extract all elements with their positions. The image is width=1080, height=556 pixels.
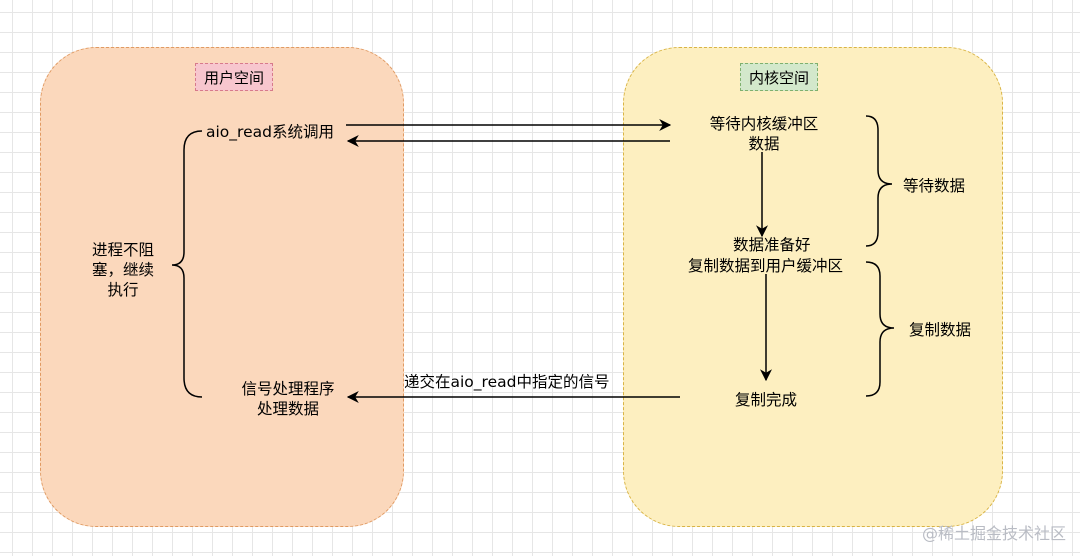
data-ready-label: 数据准备好	[733, 236, 811, 254]
user-space-panel	[40, 47, 404, 527]
wait-data-brace	[865, 115, 893, 247]
copy-done-label: 复制完成	[735, 391, 798, 409]
copy-data-phase-label: 复制数据	[909, 321, 972, 339]
nonblock-brace	[171, 130, 203, 398]
copy-data-brace	[865, 261, 895, 397]
kernel-space-title: 内核空间	[740, 63, 819, 91]
signal-handler-label: 信号处理程序 处理数据	[241, 380, 335, 418]
wait-buffer-label: 等待内核缓冲区 数据	[709, 115, 819, 153]
syscall-label: aio_read系统调用	[206, 123, 334, 141]
wait-data-phase-label: 等待数据	[903, 177, 966, 195]
nonblock-label: 进程不阻 塞，继续 执行	[92, 241, 155, 299]
kernel-space-panel	[623, 47, 1003, 527]
copy-to-user-label: 复制数据到用户缓冲区	[688, 257, 844, 275]
watermark: @稀土掘金技术社区	[921, 524, 1066, 543]
user-space-title: 用户空间	[195, 63, 274, 91]
signal-delivery-label: 递交在aio_read中指定的信号	[404, 373, 610, 391]
